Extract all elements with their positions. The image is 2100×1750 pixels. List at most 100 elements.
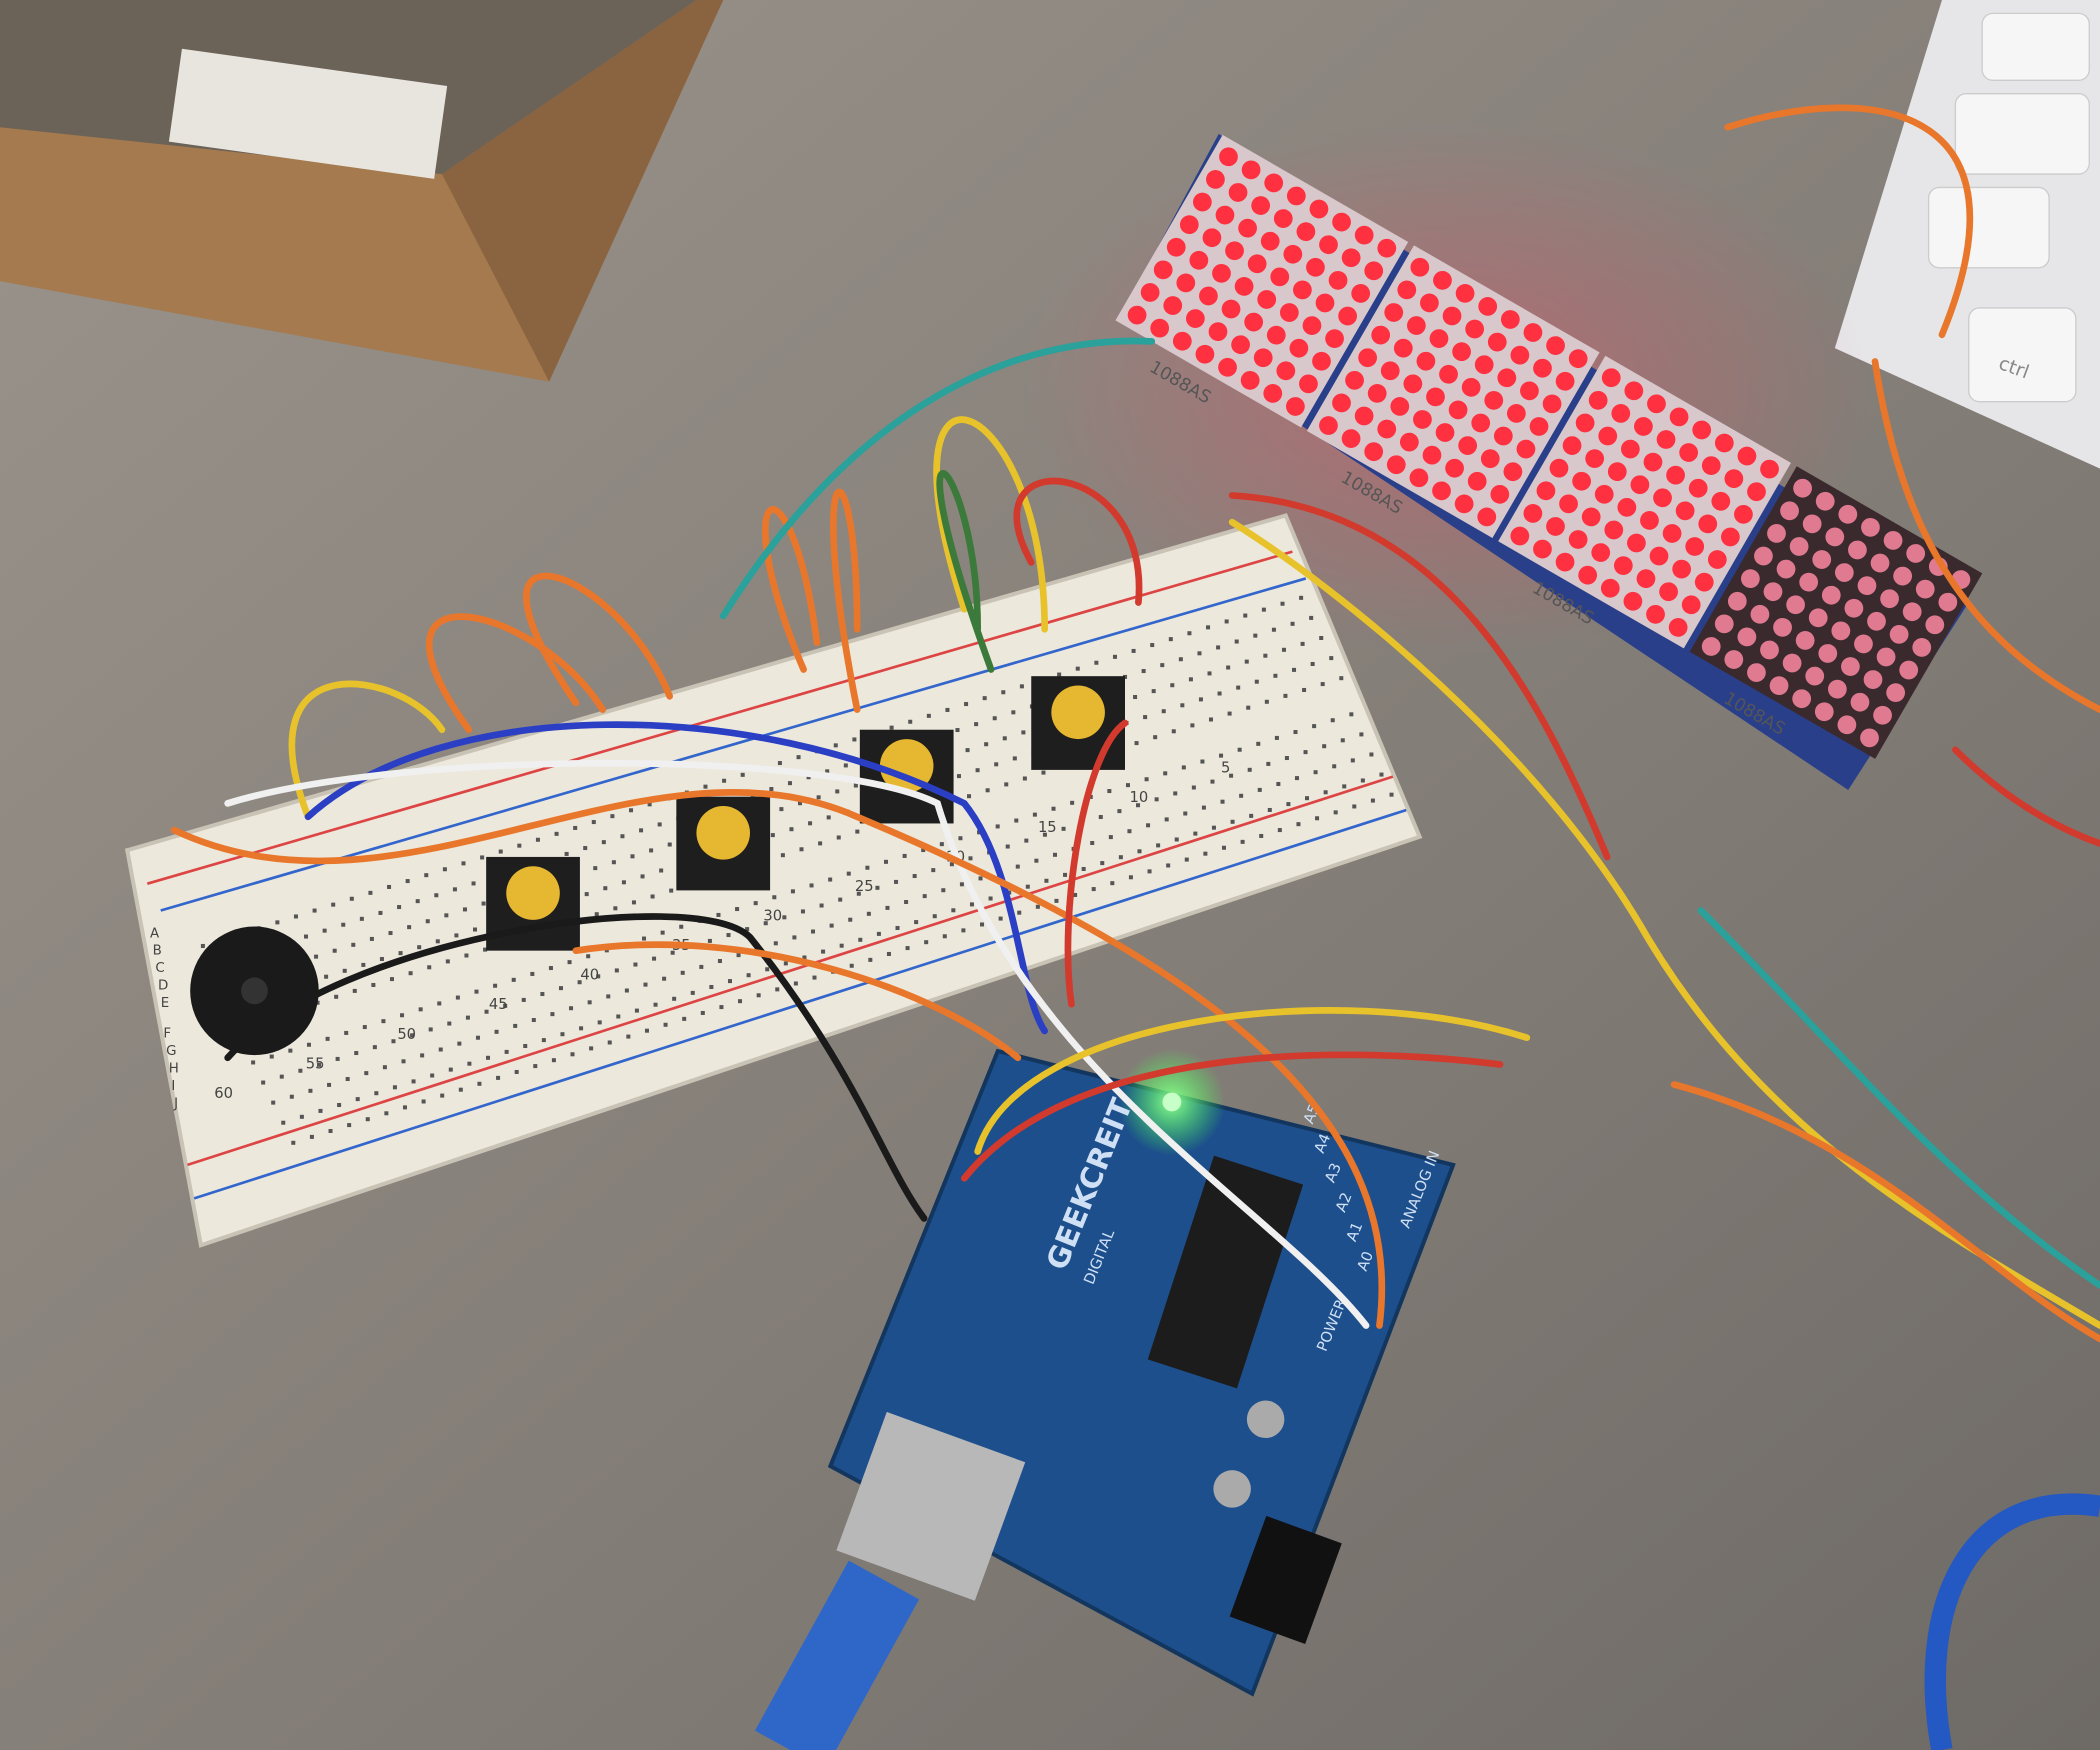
led-dot — [1189, 250, 1209, 270]
led-dot — [1465, 319, 1485, 339]
push-button[interactable] — [676, 796, 771, 891]
led-dot — [1649, 546, 1669, 566]
led-dot — [1880, 589, 1899, 609]
led-dot — [1413, 410, 1432, 429]
led-dot — [1672, 559, 1692, 579]
led-dot — [1251, 196, 1271, 215]
led-dot — [1666, 465, 1685, 485]
led-dot — [1439, 364, 1458, 384]
usb-cable — [754, 1560, 920, 1750]
jumper-wire — [974, 1007, 1531, 1155]
jumper-wire — [960, 1051, 1504, 1182]
led-dot — [1741, 569, 1760, 589]
led-dot — [1240, 370, 1260, 390]
led-dot — [1461, 377, 1481, 397]
led-dot — [1792, 689, 1812, 709]
led-dot — [1454, 494, 1474, 514]
led-dot — [1399, 432, 1419, 452]
led-dot — [1555, 552, 1575, 572]
led-dot — [1127, 305, 1147, 325]
led-dot — [1662, 524, 1682, 543]
led-dot — [1432, 481, 1451, 501]
analog-pin-label: A0 — [1354, 1249, 1377, 1273]
cardboard-box — [0, 0, 724, 382]
led-dot — [1578, 565, 1598, 585]
led-dot — [1838, 504, 1858, 524]
led-dot — [1659, 582, 1678, 602]
led-dot — [1848, 540, 1867, 560]
led-dot — [1397, 280, 1417, 300]
led-dot — [1293, 280, 1312, 300]
led-dot — [1276, 361, 1296, 381]
breadboard-column-number: 45 — [489, 996, 508, 1013]
led-dot — [1215, 205, 1235, 225]
breadboard-row-letter: F — [163, 1027, 171, 1042]
led-dot — [1727, 591, 1747, 611]
led-dot — [1912, 638, 1932, 657]
led-dot — [1426, 387, 1445, 407]
led-dot — [1260, 231, 1280, 251]
led-dot — [1312, 351, 1331, 371]
led-dot — [1815, 491, 1835, 511]
led-dot — [1734, 504, 1753, 524]
led-dot — [1805, 666, 1825, 686]
led-dot — [1938, 592, 1958, 612]
led-dot — [1692, 420, 1712, 440]
led-dot — [1555, 371, 1575, 391]
led-dot — [1380, 361, 1400, 381]
led-dot — [1681, 595, 1701, 615]
led-dot — [1675, 501, 1695, 521]
led-dot — [1358, 348, 1377, 368]
breadboard-row-letter: G — [166, 1044, 176, 1059]
led-dot — [1701, 637, 1721, 656]
led-dot — [1195, 344, 1215, 364]
jumper-wire — [224, 913, 928, 1222]
led-dot — [1834, 563, 1854, 582]
arduino-board: GEEKCREIT DIGITAL ANALOG IN POWER A0A1A2… — [827, 1048, 1456, 1697]
jumper-wire — [1064, 719, 1129, 1008]
led-dot — [1623, 591, 1643, 611]
led-dot — [1844, 598, 1864, 618]
led-dot — [1185, 309, 1205, 328]
led-dot — [1747, 482, 1766, 502]
led-dot — [1332, 393, 1351, 413]
led-dot — [1754, 546, 1773, 566]
led-dot — [1480, 449, 1500, 469]
led-dot — [1338, 306, 1357, 326]
led-dot — [1668, 618, 1688, 637]
led-dot — [1471, 413, 1491, 433]
usb-cable-right — [1924, 1493, 2100, 1750]
jumper-wire — [1228, 518, 2100, 1329]
led-dot — [1507, 404, 1526, 423]
analog-pin-label: A2 — [1333, 1190, 1356, 1214]
led-dot — [1789, 537, 1809, 556]
led-dot — [1264, 173, 1284, 193]
led-dot — [1861, 517, 1880, 537]
jumper-wire — [224, 759, 1370, 1329]
led-dot — [1620, 439, 1640, 459]
led-dot — [1442, 306, 1462, 326]
led-dot — [1302, 316, 1322, 335]
led-dot — [1782, 653, 1802, 673]
led-dot — [1721, 527, 1740, 547]
led-dot — [1500, 310, 1520, 329]
led-dot — [1529, 417, 1549, 436]
led-dot — [1371, 325, 1391, 345]
led-dot — [1737, 446, 1757, 466]
led-dot — [1493, 426, 1513, 446]
breadboard-column-number: 60 — [214, 1085, 233, 1102]
led-dot — [1818, 644, 1838, 663]
led-dot — [1873, 705, 1892, 725]
led-dot — [1163, 296, 1183, 315]
jumper-wire — [572, 941, 1022, 1062]
led-dot — [1600, 578, 1620, 598]
led-dot — [1711, 491, 1731, 511]
push-button[interactable] — [1031, 676, 1125, 770]
led-dot — [1812, 550, 1832, 569]
led-dot — [1640, 511, 1659, 530]
led-dot — [1669, 407, 1689, 427]
led-dot — [1701, 456, 1721, 475]
led-dot — [1646, 604, 1665, 624]
jumper-wire — [1871, 358, 2100, 713]
led-dot — [1814, 702, 1834, 722]
